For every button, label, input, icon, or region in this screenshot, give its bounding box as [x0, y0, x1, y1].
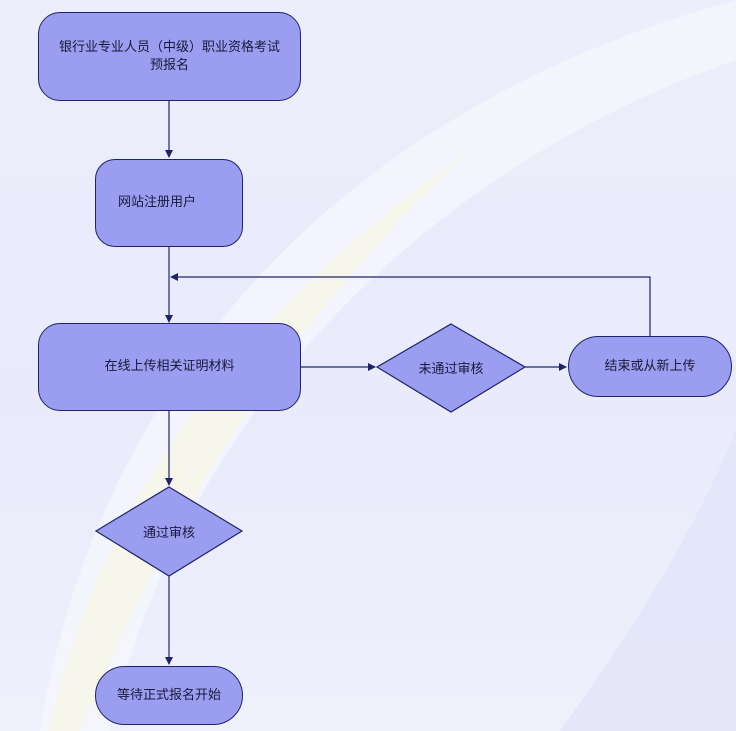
passed-label-box: 通过审核	[96, 518, 242, 544]
background-swoosh-lower	[560, 430, 736, 731]
end-or-reupload-label: 结束或从新上传	[604, 358, 696, 374]
start-node: 银行业专业人员（中级）职业资格考试预报名	[38, 12, 301, 101]
upload-node: 在线上传相关证明材料	[38, 323, 301, 411]
edge-end-back-to-upload	[170, 273, 651, 336]
not-passed-diamond	[375, 323, 527, 413]
upload-node-label: 在线上传相关证明材料	[104, 359, 235, 374]
end-or-reupload-node: 结束或从新上传	[568, 336, 732, 397]
start-node-label: 银行业专业人员（中级）职业资格考试预报名	[58, 39, 280, 73]
register-node-label: 网站注册用户	[118, 195, 197, 210]
register-node: 网站注册用户	[95, 159, 243, 247]
not-passed-label-box: 未通过审核	[377, 354, 525, 380]
wait-node: 等待正式报名开始	[95, 666, 243, 725]
background-swoosh-cream	[48, 150, 470, 731]
wait-node-label: 等待正式报名开始	[116, 687, 221, 703]
passed-label: 通过审核	[142, 525, 195, 541]
not-passed-label: 未通过审核	[418, 361, 484, 377]
